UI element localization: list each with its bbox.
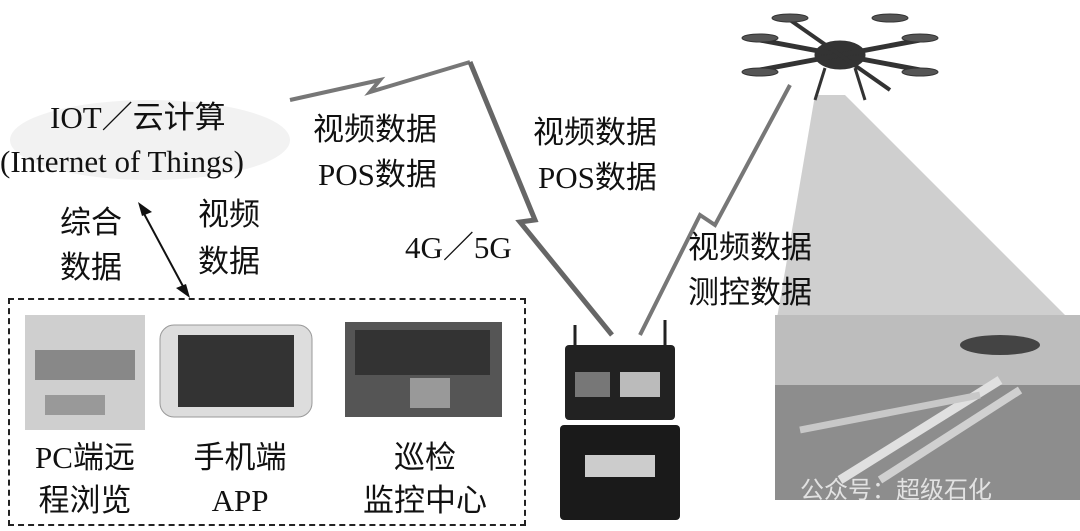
- link-cloud-label-2: POS数据: [318, 157, 437, 192]
- pc-server-photo: [25, 315, 145, 430]
- link-uav-label-2: POS数据: [538, 160, 657, 195]
- lightning-link-uav: [638, 84, 792, 336]
- pipeline-photo: [775, 315, 1080, 500]
- client-app-label-1: 手机端: [193, 440, 287, 475]
- client-pc-label-2: 程浏览: [38, 483, 132, 518]
- lightning-link-station: [467, 61, 614, 337]
- client-pc-label-1: PC端远: [35, 440, 135, 475]
- client-app-label-2: APP: [211, 483, 269, 518]
- watermark: 公众号：超级石化: [800, 476, 992, 504]
- cloud-subtitle: (Internet of Things): [0, 144, 244, 179]
- client-center-label-1: 巡检: [394, 440, 456, 475]
- double-arrow: [141, 209, 186, 291]
- video-data-label-1: 视频: [198, 197, 260, 232]
- link-cloud-label-1: 视频数据: [313, 112, 437, 147]
- integrated-data-label-1: 综合: [60, 205, 122, 240]
- monitoring-center-photo: [345, 322, 502, 417]
- lightning-link-cloud: [289, 60, 471, 102]
- ground-control-station-photo: [560, 320, 680, 520]
- client-center-label-2: 监控中心: [363, 483, 487, 518]
- integrated-data-label-2: 数据: [60, 250, 122, 285]
- arrow-head-up: [138, 202, 152, 216]
- arrow-head-down: [176, 284, 190, 298]
- cloud-shape: [10, 100, 290, 180]
- clients-group-box: [8, 298, 526, 526]
- drone-icon: [741, 13, 939, 101]
- network-label: 4G／5G: [405, 230, 512, 265]
- video-data-label-2: 数据: [198, 244, 260, 279]
- cloud-title: IOT／云计算: [50, 100, 226, 135]
- mobile-phone-photo: [159, 324, 313, 418]
- uav-ground-label-2: 测控数据: [688, 275, 812, 310]
- uav-ground-label-1: 视频数据: [688, 230, 812, 265]
- link-uav-label-1: 视频数据: [533, 115, 657, 150]
